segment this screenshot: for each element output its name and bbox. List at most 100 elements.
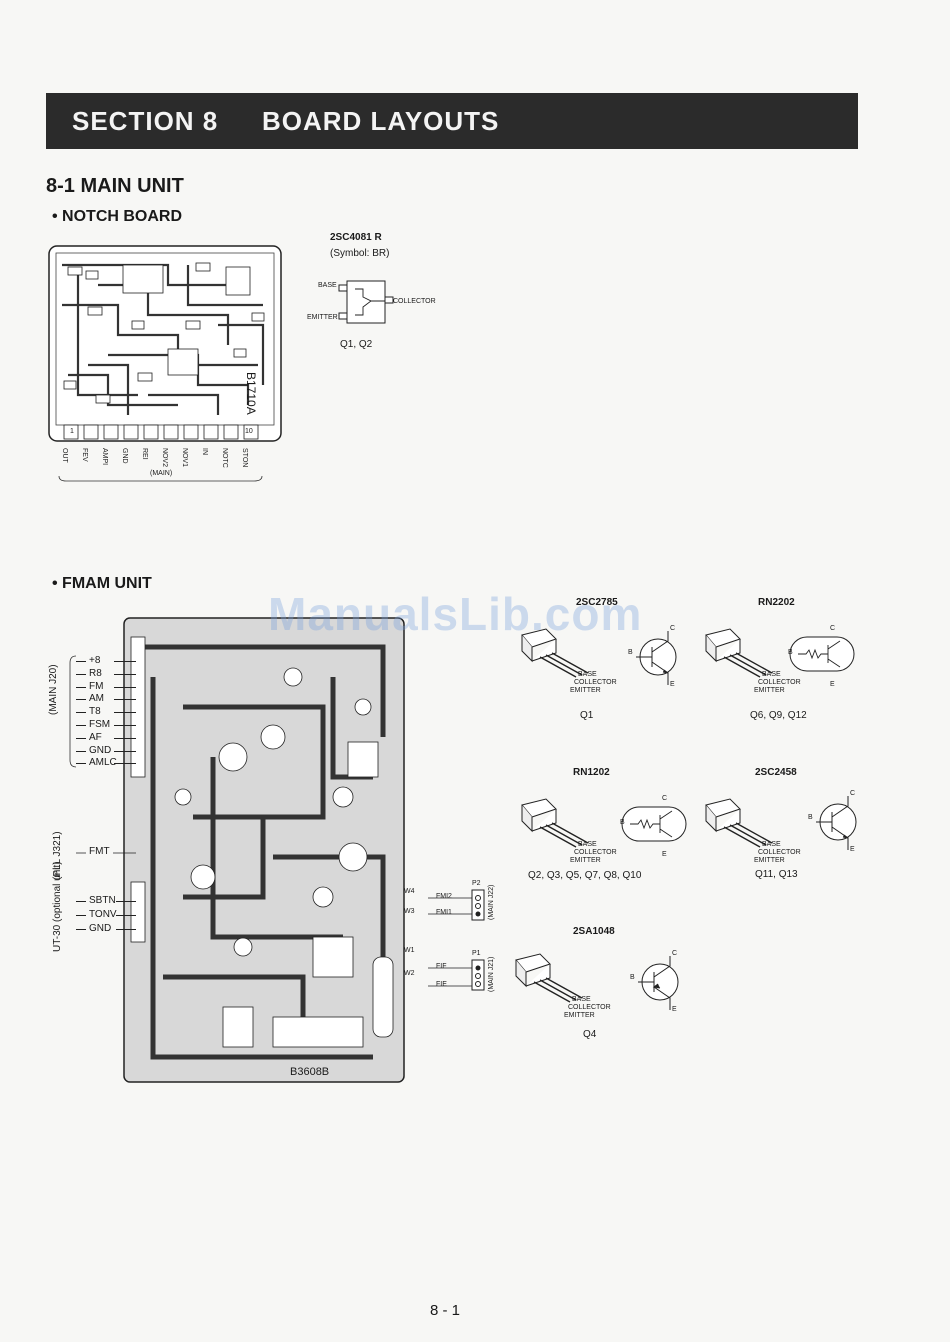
notch-collector-label: COLLECTOR [393,298,436,305]
package-base-label: BASE [578,671,597,678]
main-j20-signal: FM [89,680,104,692]
p1-name: P1 [472,950,481,957]
notch-emitter-label: EMITTER [307,314,338,321]
pll-signal-label: FMT [89,846,110,857]
package-emitter-label: EMITTER [564,1012,595,1019]
watermark: ManualsLib.com [268,588,643,640]
ut30-signal: SBTN [89,895,116,906]
transistor-part-name: RN2202 [758,597,795,608]
notch-pin-first: 1 [70,428,74,435]
transistor-refs: Q6, Q9, Q12 [750,710,807,721]
symbol-base-label: B [620,819,625,826]
resistor-transistor-symbol [789,636,855,672]
symbol-emitter-label: E [830,681,835,688]
p2-name: P2 [472,880,481,887]
symbol-base-label: B [808,814,813,821]
transistor-refs: Q4 [583,1029,597,1040]
symbol-collector-label: C [662,795,668,802]
main-j20-lead-line [76,699,86,701]
p2-connector [428,889,485,921]
symbol-base-label: B [630,974,635,981]
main-j20-signal: R8 [89,667,102,679]
package-collector-label: COLLECTOR [574,849,617,856]
symbol-collector-label: C [672,950,678,957]
notch-base-label: BASE [318,282,337,289]
notch-pin-label: IN [201,448,208,455]
transistor-symbol [638,956,679,1010]
notch-transistor-symbol: (Symbol: BR) [330,248,390,259]
ut30-signal: TONV [89,909,117,920]
to92-package-drawing [705,798,773,848]
notch-pin-label: REI [141,448,148,460]
transistor-symbol [636,631,677,685]
main-j20-lead-line [114,750,136,752]
package-base-label: BASE [578,841,597,848]
notch-pin-label: GND [121,448,128,464]
notch-board-label: B1710A [244,372,258,415]
main-j20-signal: T8 [89,706,101,718]
to92-package-drawing [705,628,773,678]
main-j20-signal: AMLC [89,757,117,769]
symbol-emitter-label: E [670,681,675,688]
main-j20-signal: +8 [89,655,101,666]
symbol-emitter-label: E [662,851,667,858]
ut30-label: UT-30 (optional unit) [52,861,63,952]
page-number: 8 - 1 [430,1302,461,1319]
main-j20-signal: FSM [89,719,111,730]
symbol-emitter-label: E [850,846,855,853]
notch-board-drawing [48,245,282,442]
main-j20-bracket [69,655,77,768]
package-emitter-label: EMITTER [754,687,785,694]
transistor-refs: Q2, Q3, Q5, Q7, Q8, Q10 [528,870,642,881]
main-j20-lead-line [76,725,86,726]
resistor-transistor-symbol [621,806,687,842]
notch-bracket-label: (MAIN) [150,470,173,477]
main-j20-lead-line [76,750,86,752]
ut30-lead-line [76,901,86,902]
notch-transistor-part: 2SC4081 R [330,232,382,243]
sot23-package-drawing [338,280,394,324]
transistor-part-name: 2SC2785 [576,597,618,608]
p2-signal-2: FMI1 [436,909,452,916]
main-j20-lead-line [114,737,136,739]
main-j20-lead-line [114,661,136,662]
pll-signal-line [76,852,136,854]
symbol-base-label: B [628,649,633,656]
notch-pin-label: STON [241,448,248,468]
to92-package-drawing [521,628,589,678]
section-banner: SECTION 8 BOARD LAYOUTS [46,93,858,149]
notch-transistor-refs: Q1, Q2 [340,339,373,350]
main-unit-heading: 8-1 MAIN UNIT [46,175,184,197]
symbol-emitter-label: E [672,1006,677,1013]
main-j20-lead-line [76,763,86,765]
package-collector-label: COLLECTOR [758,679,801,686]
main-j20-lead-line [114,686,136,688]
p2-signal-1: FMI2 [436,893,452,900]
transistor-refs: Q1 [580,710,594,721]
package-base-label: BASE [762,671,781,678]
main-j20-lead-line [76,686,86,688]
p1-wire-2: W2 [404,970,415,977]
notch-pin-last: 10 [245,428,253,435]
main-j20-lead-line [114,712,136,714]
p1-conn: (MAIN J21) [488,956,495,992]
notch-board-title: • NOTCH BOARD [52,208,183,225]
main-j20-lead-line [114,725,136,726]
transistor-part-name: 2SC2458 [755,767,797,778]
package-base-label: BASE [572,996,591,1003]
to92-package-drawing [521,798,589,848]
fmam-unit-title: • FMAM UNIT [52,575,152,592]
main-j20-lead-line [76,661,86,662]
p2-wire-1: W4 [404,888,415,895]
symbol-collector-label: C [830,625,836,632]
transistor-refs: Q11, Q13 [755,869,798,880]
main-j20-lead-line [76,673,86,675]
ut30-signal: GND [89,923,112,934]
p1-signal-1: FIF [436,963,447,970]
ut30-lead-line [116,915,136,916]
notch-pin-label: FEV [81,448,88,462]
ut30-lead-line [116,901,136,902]
main-j20-signal: GND [89,744,112,756]
main-j20-signal: AM [89,693,104,705]
package-collector-label: COLLECTOR [568,1004,611,1011]
